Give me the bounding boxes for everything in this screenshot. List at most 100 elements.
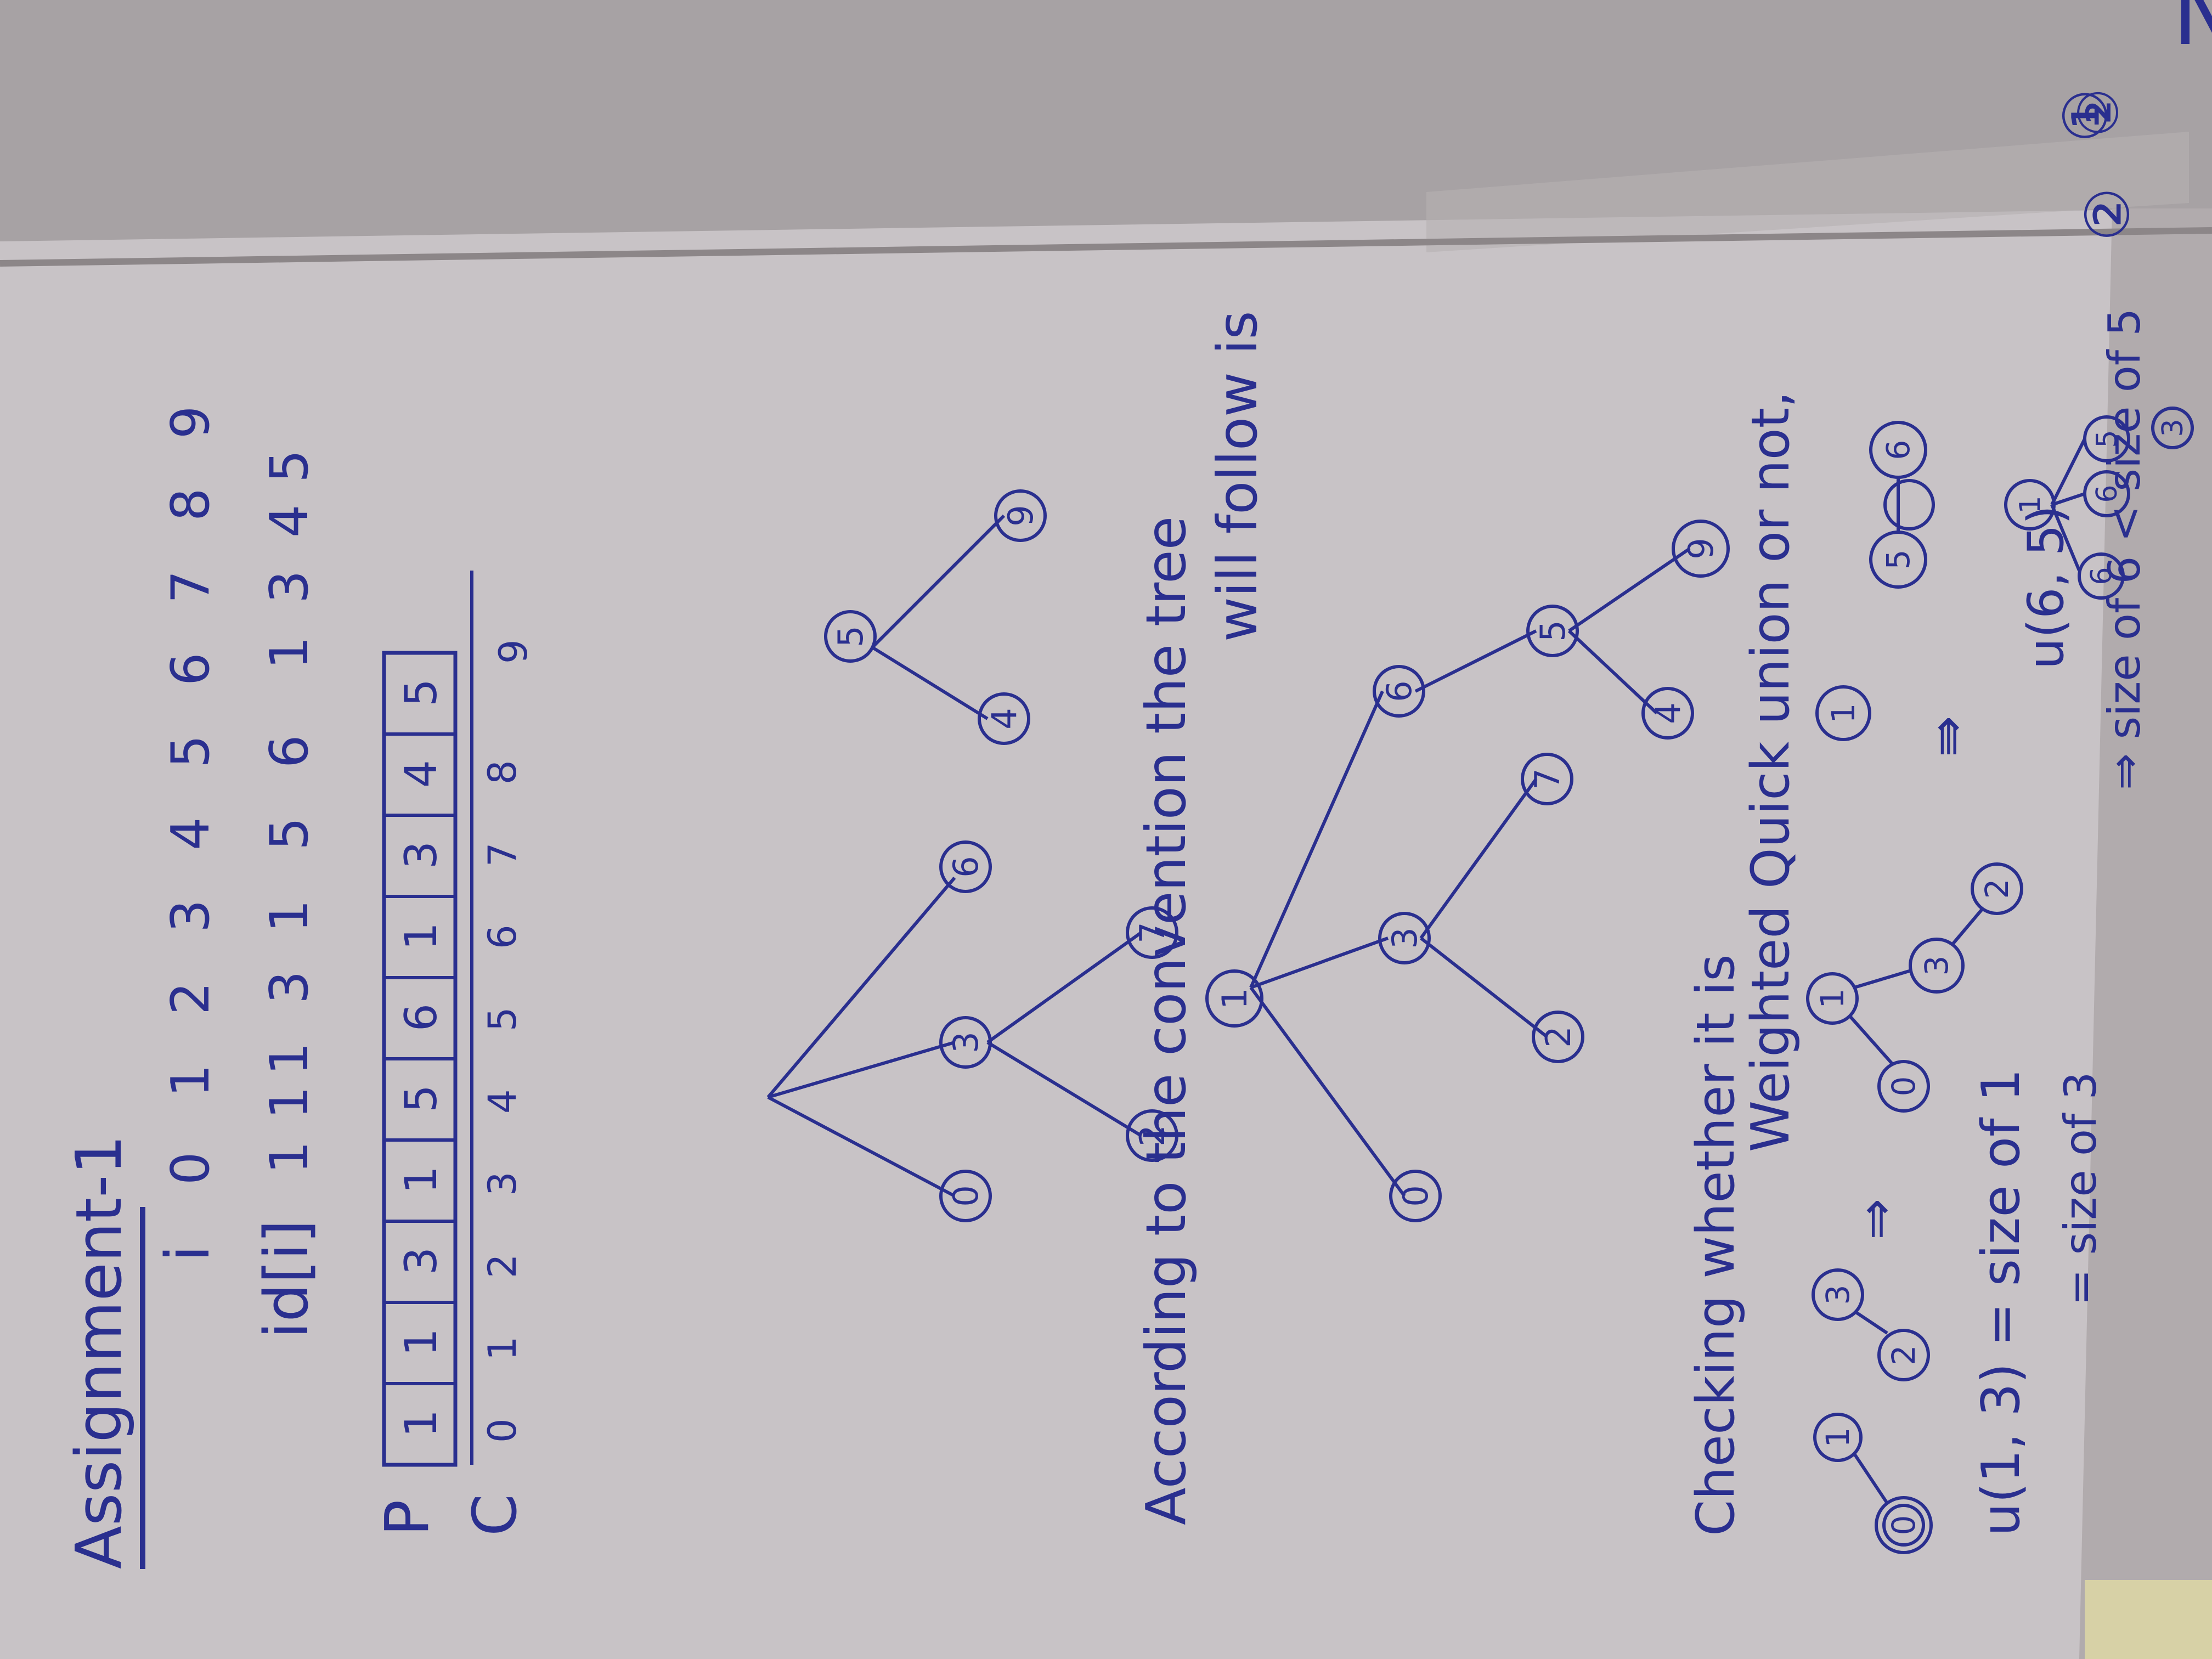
union-node: 6 xyxy=(1880,440,1917,460)
check-line-2: Weighted Quick union or not, xyxy=(1741,391,1801,1152)
union-node: 0 xyxy=(1885,1515,1922,1536)
tree-node: 4 xyxy=(1648,702,1688,724)
tree2-node-circles xyxy=(1205,520,1730,1222)
margin-side-text: N xyxy=(2172,0,2212,65)
union-node: 1 xyxy=(2014,495,2047,514)
array-index: 8 xyxy=(480,760,525,785)
tree-node: 2 xyxy=(1132,1125,1172,1146)
union-node: 3 xyxy=(1819,1285,1857,1305)
tree-node: 0 xyxy=(946,1185,986,1206)
union-node: 1 xyxy=(1819,1427,1857,1448)
array-index: 4 xyxy=(480,1089,525,1114)
index-value: 4 xyxy=(161,817,221,850)
id-value: 1 xyxy=(259,1042,320,1075)
tree-node: 5 xyxy=(1533,620,1573,641)
union-node: 6 xyxy=(2085,567,2118,585)
id-value: 3 xyxy=(259,971,320,1004)
id-value: 1 xyxy=(259,1086,320,1119)
union-node: 0 xyxy=(1885,1076,1922,1097)
final-tree-drawing xyxy=(2004,407,2194,600)
union-node: 5 xyxy=(2091,430,2124,448)
array-index: 2 xyxy=(480,1254,525,1278)
index-value: 9 xyxy=(161,406,221,439)
array-index: 7 xyxy=(480,842,525,867)
union-node: 2 xyxy=(1885,1345,1922,1365)
union-step-labels: 0 1 2 3 0 1 3 2 5 6 1 xyxy=(1814,440,2016,1536)
handwriting-layer: Assignment-1 i 0 1 2 3 4 5 6 7 8 9 id[i]… xyxy=(63,88,2194,1569)
union-node: 1 xyxy=(1814,989,1851,1009)
tree1-node-circles xyxy=(824,489,1178,1222)
tree-node: 5 xyxy=(831,625,871,647)
id-value: 5 xyxy=(259,817,320,850)
tree-node: 0 xyxy=(1396,1185,1436,1206)
equation-2: u(6, 5) xyxy=(2017,505,2075,669)
page-edge-shadow xyxy=(2079,208,2212,1659)
id-value: 1 xyxy=(259,900,320,933)
index-value: 0 xyxy=(161,1152,221,1185)
union-step-drawings xyxy=(1806,421,2023,1554)
equation-1: u(1, 3) = size of 1 xyxy=(1971,1069,2032,1536)
convention-line-1: According to the convention the tree xyxy=(1134,516,1198,1525)
page-number: ② xyxy=(2067,88,2131,137)
array-top-label: P xyxy=(372,1500,442,1536)
union-node: 5 xyxy=(1880,550,1917,570)
tree2-node-labels: 1 0 3 6 2 7 5 4 9 xyxy=(1215,538,1721,1206)
id-row-label: id[i] xyxy=(251,1220,321,1339)
array-cell: 4 xyxy=(396,760,447,788)
tree-node: 4 xyxy=(984,708,1024,729)
array-bottom-label: C xyxy=(460,1494,530,1536)
tree-node: 9 xyxy=(1001,505,1041,526)
id-value: 3 xyxy=(259,571,320,603)
check-line-1: Checking whether it is xyxy=(1686,954,1746,1536)
union-node: 3 xyxy=(1918,956,1955,976)
tree1-edges xyxy=(766,514,1142,1198)
array-index: 9 xyxy=(491,639,536,664)
page-fold xyxy=(1426,132,2189,252)
array-cell: 5 xyxy=(396,1085,447,1113)
array-cell: 1 xyxy=(396,1328,447,1356)
union-node: 6 xyxy=(2091,484,2124,503)
index-value: 1 xyxy=(161,1064,221,1097)
equation-1b: = size of 3 xyxy=(2055,1072,2106,1306)
margin-mark-two: ② xyxy=(2073,187,2143,241)
array-index: 6 xyxy=(480,924,525,949)
margin-mark-one: ① xyxy=(2051,88,2121,143)
tree1-node-labels: 0 3 6 2 7 4 5 9 xyxy=(831,505,1172,1206)
tree-node: 7 xyxy=(1527,768,1567,789)
id-value: 6 xyxy=(259,735,320,768)
array-cell: 3 xyxy=(396,841,447,869)
array-cell: 6 xyxy=(396,1003,447,1031)
index-row-label: i xyxy=(153,1245,223,1262)
array-dividers xyxy=(384,732,455,1385)
index-value: 5 xyxy=(161,735,221,768)
array-cell: 1 xyxy=(396,1409,447,1437)
index-value: 7 xyxy=(161,571,221,603)
index-value: 8 xyxy=(161,488,221,521)
tree-node: 2 xyxy=(1538,1026,1578,1047)
notebook-page xyxy=(0,208,2212,1659)
id-value: 4 xyxy=(259,505,320,538)
tree-node: 6 xyxy=(1379,680,1419,702)
index-value: 6 xyxy=(161,653,221,686)
id-value: 1 xyxy=(259,1141,320,1174)
id-value: 1 xyxy=(259,636,320,669)
index-row-values: 0 1 2 3 4 5 6 7 8 9 xyxy=(161,406,221,1185)
array-index: 3 xyxy=(480,1171,525,1196)
tree-node: 3 xyxy=(946,1031,986,1053)
tree-node: 1 xyxy=(1215,988,1255,1009)
union-node: 2 xyxy=(1978,879,2016,899)
index-value: 2 xyxy=(161,982,221,1015)
assignment-heading: Assignment-1 xyxy=(63,1135,136,1569)
tree2-edges xyxy=(1249,547,1691,1197)
array-cell: 1 xyxy=(396,922,447,950)
array-index: 0 xyxy=(480,1418,525,1443)
double-arrow: ⇛ xyxy=(1918,716,1976,757)
final-tree-labels: 1 6 6 5 3 xyxy=(2014,419,2190,585)
tree-node: 3 xyxy=(1385,927,1425,949)
index-value: 3 xyxy=(161,900,221,933)
array-cell: 3 xyxy=(396,1247,447,1275)
array-cells: 1 1 3 1 5 6 1 3 4 5 xyxy=(396,679,447,1437)
array-indices: 0 1 2 3 4 5 6 7 8 9 xyxy=(480,639,536,1443)
